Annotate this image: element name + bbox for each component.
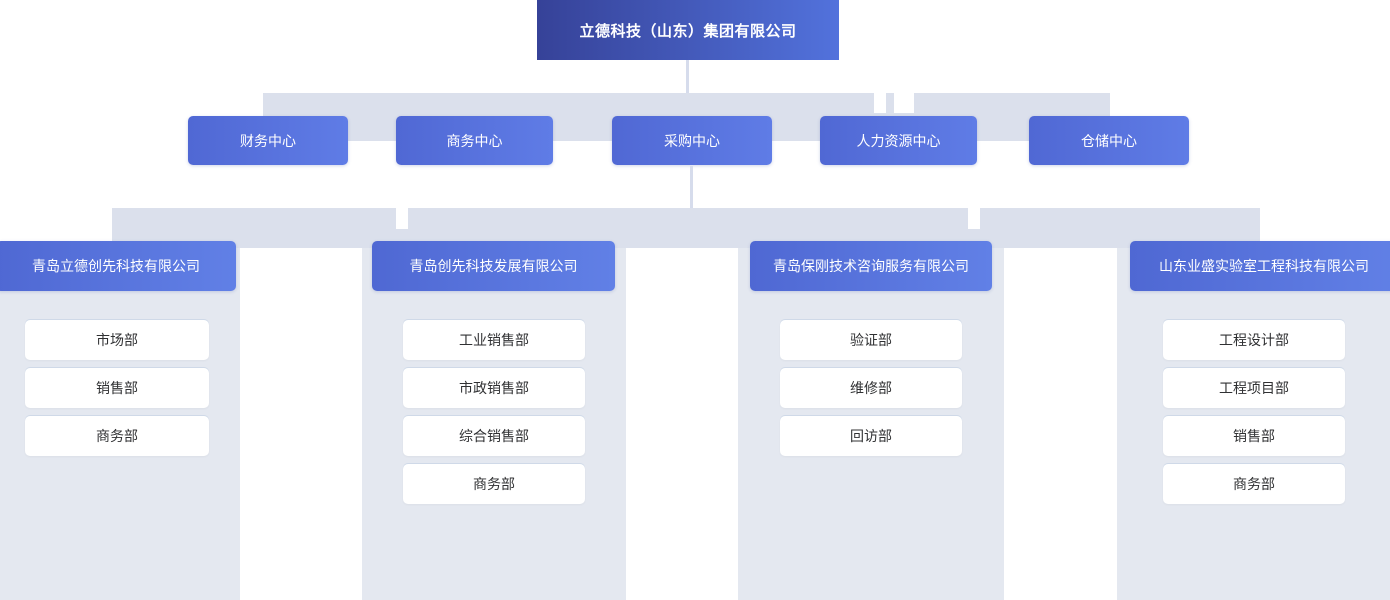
unit-list-4: 工程设计部 工程项目部 销售部 商务部 xyxy=(1163,320,1345,512)
unit-item[interactable]: 销售部 xyxy=(25,368,209,408)
unit-item[interactable]: 回访部 xyxy=(780,416,962,456)
connector-root-to-centers xyxy=(686,60,689,116)
unit-item[interactable]: 工程设计部 xyxy=(1163,320,1345,360)
unit-item[interactable]: 市场部 xyxy=(25,320,209,360)
subsidiary-header-qingdao-chuangxian[interactable]: 青岛创先科技发展有限公司 xyxy=(372,241,615,291)
unit-item[interactable]: 综合销售部 xyxy=(403,416,585,456)
unit-item[interactable]: 工业销售部 xyxy=(403,320,585,360)
unit-item[interactable]: 工程项目部 xyxy=(1163,368,1345,408)
center-node-warehouse[interactable]: 仓储中心 xyxy=(1029,116,1189,165)
unit-item[interactable]: 验证部 xyxy=(780,320,962,360)
connector-band-subsidiaries xyxy=(112,208,1260,248)
subsidiary-header-qingdao-baogang[interactable]: 青岛保刚技术咨询服务有限公司 xyxy=(750,241,992,291)
unit-item[interactable]: 商务部 xyxy=(25,416,209,456)
center-node-business[interactable]: 商务中心 xyxy=(396,116,553,165)
unit-item[interactable]: 商务部 xyxy=(1163,464,1345,504)
unit-list-2: 工业销售部 市政销售部 综合销售部 商务部 xyxy=(403,320,585,512)
subsidiary-header-qingdao-lide-chuangxian[interactable]: 青岛立德创先科技有限公司 xyxy=(0,241,236,291)
center-node-procurement[interactable]: 采购中心 xyxy=(612,116,772,165)
band-notch-right xyxy=(894,89,914,113)
center-node-finance[interactable]: 财务中心 xyxy=(188,116,348,165)
unit-item[interactable]: 市政销售部 xyxy=(403,368,585,408)
unit-item[interactable]: 商务部 xyxy=(403,464,585,504)
unit-item[interactable]: 维修部 xyxy=(780,368,962,408)
unit-item[interactable]: 销售部 xyxy=(1163,416,1345,456)
unit-list-1: 市场部 销售部 商务部 xyxy=(25,320,209,464)
center-node-human-resources[interactable]: 人力资源中心 xyxy=(820,116,977,165)
root-node-company[interactable]: 立德科技（山东）集团有限公司 xyxy=(537,0,839,60)
unit-list-3: 验证部 维修部 回访部 xyxy=(780,320,962,464)
subsidiary-header-shandong-yesheng[interactable]: 山东业盛实验室工程科技有限公司 xyxy=(1130,241,1390,291)
band-notch-sub-left xyxy=(396,205,408,229)
band-notch-left xyxy=(874,89,886,113)
band-notch-sub-right xyxy=(968,205,980,229)
connector-centers-to-subsidiaries xyxy=(690,166,693,241)
